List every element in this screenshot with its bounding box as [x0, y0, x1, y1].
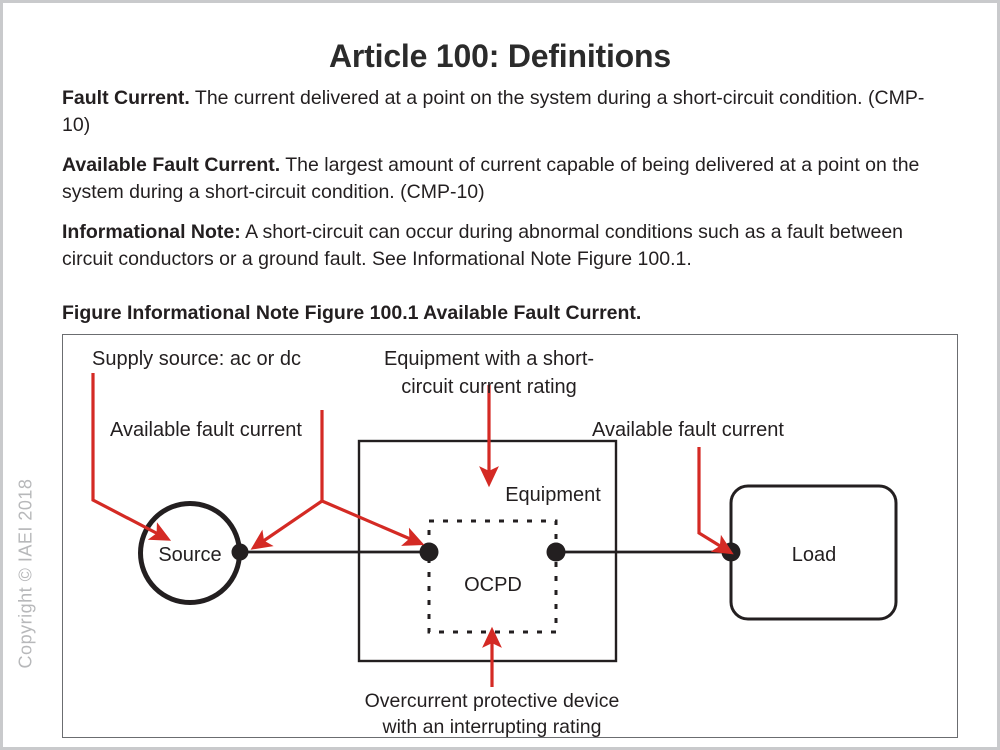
label-source: Source — [158, 544, 221, 566]
figure-frame: Supply source: ac or dc Available fault … — [62, 334, 958, 738]
definition-paragraph: Available Fault Current. The largest amo… — [62, 152, 947, 205]
definition-term: Fault Current. — [62, 87, 190, 109]
definition-term: Available Fault Current. — [62, 154, 281, 176]
copyright-notice: Copyright © IAEI 2018 — [15, 478, 36, 669]
junction-dot-load — [721, 542, 741, 562]
label-ocpd-note-line2: with an interrupting rating — [382, 716, 602, 738]
definitions-block: Fault Current. The current delivered at … — [62, 85, 947, 272]
label-equipment-rating-line1: Equipment with a short- — [384, 348, 594, 370]
page-title: Article 100: Definitions — [329, 38, 671, 75]
junction-dot-source — [231, 543, 249, 561]
label-ocpd-note-line1: Overcurrent protective device — [365, 690, 620, 712]
definition-paragraph: Informational Note: A short-circuit can … — [62, 219, 947, 272]
leader-afc-right — [697, 447, 734, 555]
label-equipment-rating-line2: circuit current rating — [401, 376, 577, 398]
definition-text: The largest amount of current capable of… — [62, 154, 920, 203]
definition-paragraph: Fault Current. The current delivered at … — [62, 85, 947, 138]
label-available-fault-current-right: Available fault current — [592, 419, 784, 441]
definition-term: Informational Note: — [62, 221, 241, 243]
figure-caption: Figure Informational Note Figure 100.1 A… — [62, 302, 642, 324]
ocpd-box — [427, 519, 558, 634]
label-equipment: Equipment — [505, 484, 601, 506]
label-available-fault-current-left: Available fault current — [110, 419, 302, 441]
figure-diagram: Supply source: ac or dc Available fault … — [91, 348, 898, 738]
label-ocpd: OCPD — [464, 574, 522, 596]
leader-afc-left-branch-ocpd — [321, 499, 425, 546]
junction-dot-ocpd-load — [546, 542, 566, 562]
leader-afc-left-branch-source — [250, 499, 323, 550]
label-supply-source: Supply source: ac or dc — [92, 348, 301, 370]
leader-supply-source — [91, 373, 172, 541]
definition-text: A short-circuit can occur during abnorma… — [62, 221, 904, 270]
definition-text: The current delivered at a point on the … — [62, 87, 925, 136]
junction-dot-ocpd-line — [419, 542, 439, 562]
label-load: Load — [792, 544, 837, 566]
